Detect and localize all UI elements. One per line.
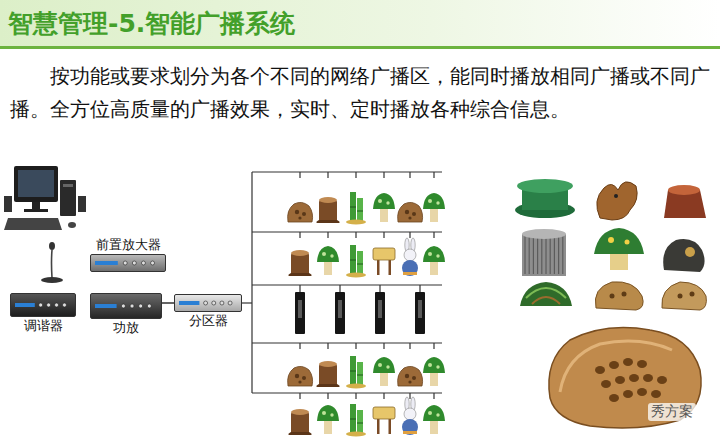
audio-device: 前置放大器 xyxy=(90,236,166,272)
device-panel xyxy=(175,295,241,311)
device-panel xyxy=(91,255,165,271)
microphone-illustration xyxy=(41,242,63,283)
signal-cable xyxy=(162,302,174,303)
garden-speakers xyxy=(288,192,445,437)
speaker-wiring xyxy=(242,172,442,399)
audio-device: 功放 xyxy=(90,293,162,337)
audio-device: 调谐器 xyxy=(10,293,76,335)
device-body xyxy=(90,254,166,272)
device-label: 前置放大器 xyxy=(96,236,161,254)
computer-illustration xyxy=(4,166,86,230)
device-panel xyxy=(11,294,75,316)
slide-title: 智慧管理-5.智能广播系统 xyxy=(8,7,295,40)
device-label: 分区器 xyxy=(189,312,228,330)
device-label: 调谐器 xyxy=(24,317,63,335)
description-text: 按功能或要求划分为各个不同的网络广播区，能同时播放相同广播或不同广播。全方位高质… xyxy=(10,60,710,126)
device-panel xyxy=(91,294,161,318)
device-body xyxy=(10,293,76,317)
header-rule xyxy=(0,46,720,49)
watermark: 秀方案 xyxy=(648,403,696,421)
device-label: 功放 xyxy=(113,319,139,337)
speaker-product-pictures xyxy=(515,179,706,428)
device-body xyxy=(174,294,242,312)
device-body xyxy=(90,293,162,319)
header-bar xyxy=(0,0,720,46)
audio-device: 分区器 xyxy=(174,294,242,330)
